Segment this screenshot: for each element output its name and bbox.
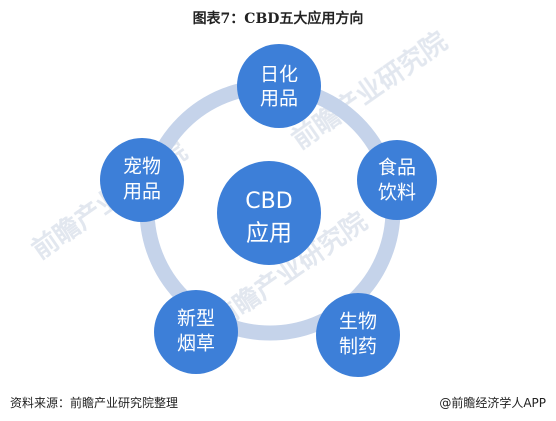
node-label-line2: 用品 <box>123 181 161 203</box>
node-label-line2: 烟草 <box>177 333 215 355</box>
center-label-line1: CBD <box>245 189 292 214</box>
node-new-tobacco: 新型 烟草 <box>154 290 238 374</box>
node-label-line1: 宠物 <box>123 156 161 178</box>
node-biopharma: 生物 制药 <box>316 293 400 377</box>
node-label-line1: 日化 <box>260 64 298 86</box>
center-label-line2: 应用 <box>246 221 292 247</box>
node-label-line2: 制药 <box>339 336 377 358</box>
credit-note: @前瞻经济学人APP <box>439 396 546 410</box>
node-label-line2: 饮料 <box>378 182 416 204</box>
node-label-line2: 用品 <box>260 88 298 110</box>
chart-title: 图表7：CBD五大应用方向 <box>192 11 364 27</box>
source-note: 资料来源：前瞻产业研究院整理 <box>10 396 179 410</box>
node-label-line1: 食品 <box>378 157 416 179</box>
node-label-line1: 新型 <box>177 308 215 330</box>
node-pet-products: 宠物 用品 <box>100 138 184 222</box>
node-label-line1: 生物 <box>339 311 377 333</box>
node-food-beverage: 食品 饮料 <box>357 140 437 220</box>
center-node: CBD 应用 <box>217 161 321 265</box>
node-daily-chemicals: 日化 用品 <box>237 44 321 128</box>
